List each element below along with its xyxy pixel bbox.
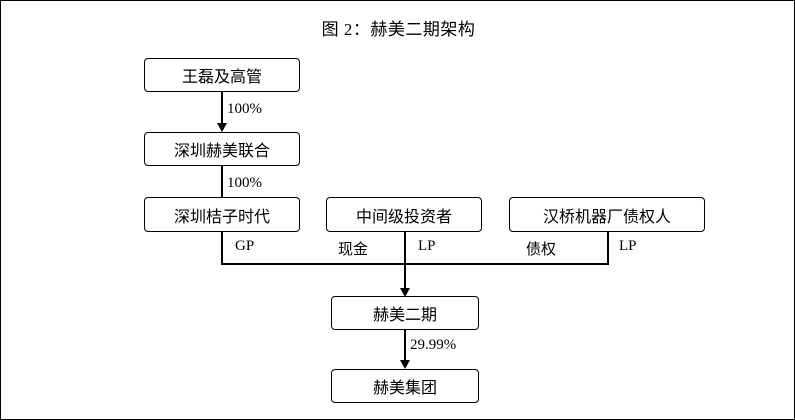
node-hanqiao-creditor-label: 汉桥机器厂债权人 [542,208,671,226]
node-wanglei-label: 王磊及高管 [181,69,262,86]
edge-label-gp: GP [235,238,255,254]
node-middle-investor: 中间级投资者 [326,197,482,232]
node-hemei-phase2-label: 赫美二期 [372,307,437,324]
edge-label-pct-100-mid: 100% [227,175,262,191]
edge-label-cash: 现金 [338,242,369,258]
edge-middle-investor-drop [404,232,406,290]
edge-label-lp-left: LP [418,238,436,254]
node-hemei-group: 赫美集团 [331,369,479,403]
node-hanqiao-creditor: 汉桥机器厂债权人 [509,197,705,232]
edge-horizontal-connector [221,263,609,265]
figure-title: 图 2：赫美二期架构 [321,20,476,39]
node-shenzhen-juzi-label: 深圳桔子时代 [173,208,270,226]
edge-wanglei-to-hemei [221,92,223,125]
node-shenzhen-hemei-label: 深圳赫美联合 [173,143,270,160]
edge-hanqiao-drop [607,232,609,264]
edge-hemei-to-juzi [221,166,223,199]
node-shenzhen-hemei: 深圳赫美联合 [144,132,300,166]
arrowhead-phase2-to-group [400,360,410,369]
edge-label-lp-right: LP [619,238,637,254]
arrowhead-wanglei-to-hemei [217,123,227,132]
edge-phase2-to-group [404,330,406,362]
node-middle-investor-label: 中间级投资者 [355,208,452,226]
node-shenzhen-juzi: 深圳桔子时代 [144,197,300,232]
node-hemei-phase2: 赫美二期 [331,296,479,330]
node-wanglei: 王磊及高管 [144,58,300,92]
arrowhead-to-hemei-phase2 [400,288,410,297]
node-hemei-group-label: 赫美集团 [372,380,437,397]
edge-label-pct-2999: 29.99% [410,337,457,353]
edge-label-pct-100-top: 100% [227,101,262,117]
edge-label-debt: 债权 [526,242,557,258]
edge-juzi-drop [221,232,223,264]
